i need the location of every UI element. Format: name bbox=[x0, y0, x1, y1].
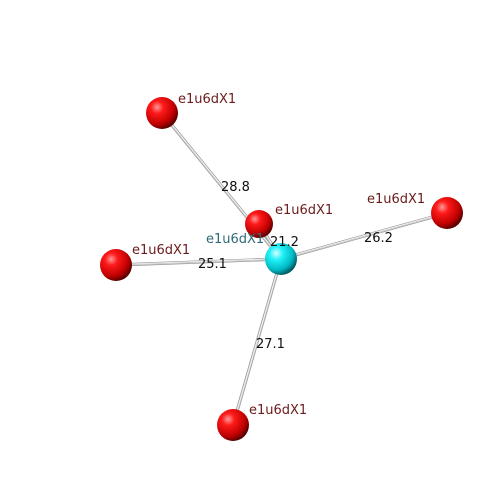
atom-bottom[interactable] bbox=[217, 409, 249, 441]
atom-label-behind: e1u6dX1 bbox=[275, 203, 333, 218]
distance-label-left: 25.1 bbox=[198, 257, 227, 272]
atom-label-bottom: e1u6dX1 bbox=[249, 403, 307, 418]
distance-label-behind: 21.2 bbox=[270, 235, 299, 250]
distance-label-right: 26.2 bbox=[364, 231, 393, 246]
atom-left[interactable] bbox=[100, 249, 132, 281]
bond-right bbox=[279, 211, 449, 261]
atom-top-left[interactable] bbox=[146, 97, 178, 129]
atom-label-left: e1u6dX1 bbox=[132, 243, 190, 258]
atom-label-top-left: e1u6dX1 bbox=[178, 92, 236, 107]
atom-label-center: e1u6dX1 bbox=[206, 232, 264, 247]
bond-left bbox=[114, 257, 283, 267]
bond-bottom bbox=[231, 257, 283, 427]
atoms-layer bbox=[100, 97, 463, 441]
labels-layer: e1u6dX1 e1u6dX1 e1u6dX1 e1u6dX1 e1u6dX1 e1u6d… bbox=[132, 92, 425, 418]
atom-right[interactable] bbox=[431, 197, 463, 229]
atom-center[interactable] bbox=[265, 243, 297, 275]
distance-label-bottom: 27.1 bbox=[256, 337, 285, 352]
distance-label-top-left: 28.8 bbox=[221, 180, 250, 195]
atom-behind[interactable] bbox=[245, 210, 273, 238]
atom-label-right: e1u6dX1 bbox=[367, 192, 425, 207]
